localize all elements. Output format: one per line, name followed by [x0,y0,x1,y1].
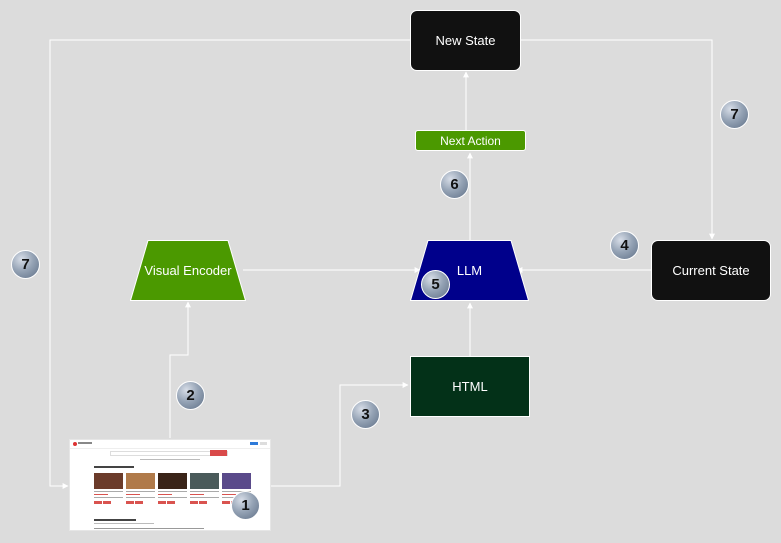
thumb-section-heading [94,466,134,468]
next-action-node: Next Action [415,130,526,151]
arrow-newstate-to-screenshot [49,39,410,489]
step-badge-4: 4 [610,231,639,260]
step-badge-3: 3 [351,400,380,429]
visual-encoder-label: Visual Encoder [144,263,232,278]
step-badge-7-right: 7 [720,100,749,129]
new-state-label: New State [435,33,496,48]
arrow-newstate-to-current [521,39,715,240]
step-badge-1: 1 [231,491,260,520]
thumb-card [190,473,219,513]
llm-label: LLM [456,263,483,278]
thumb-logo-text [78,442,92,444]
step-badge-2: 2 [176,381,205,410]
step-badge-6: 6 [440,170,469,199]
thumb-logo-icon [73,442,77,446]
current-state-label: Current State [672,263,750,278]
next-action-label: Next Action [440,133,501,148]
thumb-card [94,473,123,513]
thumb-card [158,473,187,513]
thumb-grey-button [260,442,267,445]
thumb-header-bar [70,440,270,449]
thumb-search-button [210,450,227,456]
step-badge-5: 5 [421,270,450,299]
html-label: HTML [452,379,488,394]
thumb-card [126,473,155,513]
thumb-footer-columns [94,528,204,529]
visual-encoder-node: Visual Encoder [130,240,246,301]
current-state-node: Current State [651,240,771,301]
step-badge-7-left: 7 [11,250,40,279]
arrow-screenshot-to-encoder [169,301,191,438]
thumb-footer-heading [94,519,136,521]
thumb-subtitle-line [140,459,200,460]
visual-encoder-shape [130,240,246,301]
html-node: HTML [410,356,530,417]
thumb-footer-line [94,523,154,524]
thumb-blue-button [250,442,258,445]
arrow-screenshot-to-html [271,382,409,487]
thumb-search-bar [110,451,228,456]
new-state-node: New State [410,10,521,71]
